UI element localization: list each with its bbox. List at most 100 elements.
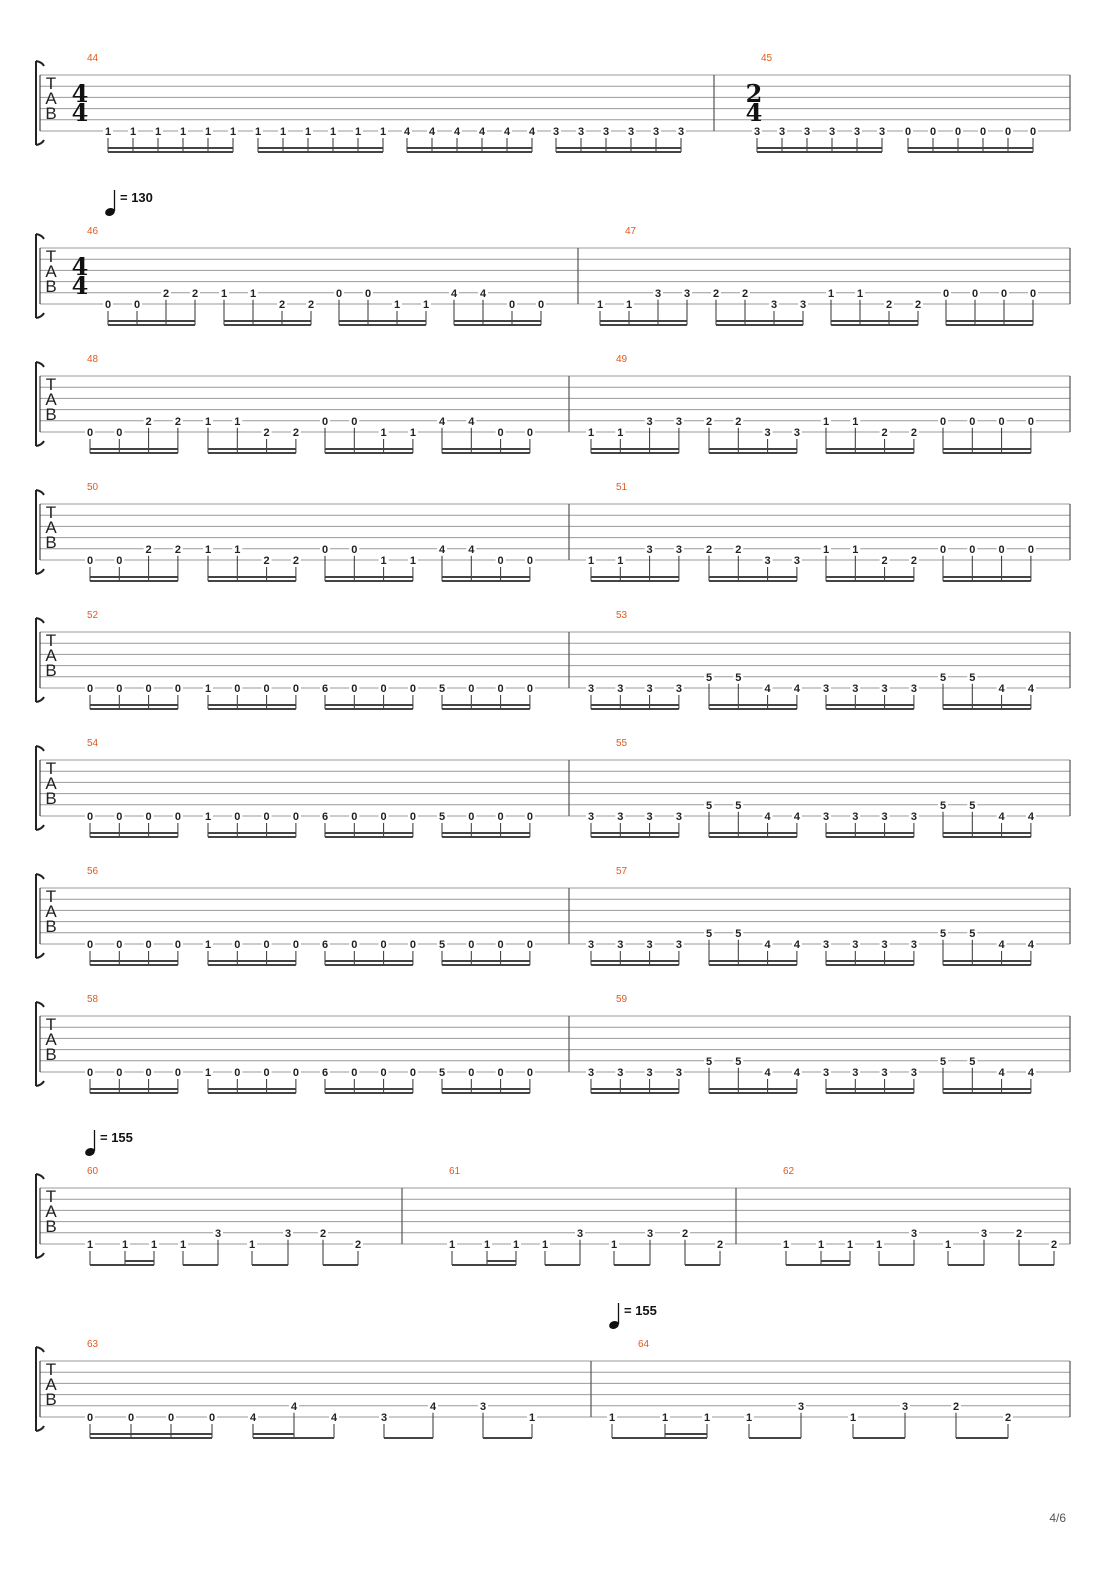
fret-number: 2 [735, 416, 741, 428]
fret-mask [103, 125, 113, 136]
fret-number: 2 [175, 416, 181, 428]
fret-number: 5 [969, 1056, 975, 1068]
fret-mask [166, 1411, 176, 1422]
fret-mask [1003, 1411, 1013, 1422]
fret-mask [502, 125, 512, 136]
fret-mask [1049, 1238, 1059, 1249]
fret-number: 0 [351, 544, 357, 556]
fret-number: 2 [308, 299, 314, 311]
fret-mask [845, 1238, 855, 1249]
fret-number: 2 [717, 1239, 723, 1251]
fret-number: 3 [771, 299, 777, 311]
fret-mask [149, 1238, 159, 1249]
fret-number: 0 [175, 683, 181, 695]
fret-mask [551, 125, 561, 136]
fret-number: 1 [597, 299, 603, 311]
fret-mask [644, 810, 655, 821]
fret-mask [673, 414, 684, 426]
fret-mask [1028, 125, 1038, 136]
fret-mask [203, 125, 213, 136]
fret-number: 1 [130, 126, 136, 138]
fret-mask [653, 286, 663, 298]
fret-number: 0 [116, 1067, 122, 1079]
fret-number: 4 [1028, 683, 1035, 695]
fret-mask [781, 1238, 791, 1249]
fret-number: 0 [322, 544, 328, 556]
fret-number: 0 [1005, 126, 1011, 138]
fret-mask [278, 125, 288, 136]
fret-number: 3 [676, 1067, 682, 1079]
fret-number: 0 [146, 1067, 152, 1079]
fret-number: 0 [128, 1412, 134, 1424]
measure-number: 57 [616, 866, 628, 877]
fret-number: 3 [647, 939, 653, 951]
tab-clef-letter: T [46, 74, 56, 93]
tab-clef-letter: A [45, 1030, 57, 1049]
fret-number: 3 [981, 1228, 987, 1240]
fret-number: 2 [192, 288, 198, 300]
fret-number: 2 [713, 288, 719, 300]
fret-number: 0 [527, 1067, 533, 1079]
fret-mask [682, 286, 692, 298]
fret-mask [586, 554, 596, 565]
fret-number: 0 [293, 811, 299, 823]
fret-number: 0 [538, 299, 544, 311]
fret-mask [402, 125, 412, 136]
fret-number: 1 [410, 427, 416, 439]
fret-mask [762, 938, 773, 949]
fret-number: 1 [847, 1239, 853, 1251]
fret-mask [437, 682, 447, 693]
fret-mask [996, 938, 1007, 949]
fret-mask [172, 414, 183, 426]
fret-number: 3 [676, 544, 682, 556]
fret-number: 4 [999, 1067, 1006, 1079]
fret-number: 5 [940, 800, 946, 812]
fret-mask [540, 1238, 550, 1249]
fret-mask [203, 542, 213, 554]
system-bracket [35, 873, 45, 959]
tab-clef-letter: B [45, 661, 56, 680]
tab-clef-letter: B [45, 789, 56, 808]
fret-mask [132, 298, 142, 309]
fret-mask [320, 682, 330, 693]
fret-mask [120, 1238, 130, 1249]
fret-mask [328, 125, 338, 136]
fret-number: 5 [706, 928, 712, 940]
fret-mask [524, 554, 535, 565]
fret-number: 3 [854, 126, 860, 138]
fret-number: 0 [498, 683, 504, 695]
fret-mask [329, 1411, 339, 1422]
fret-mask [644, 414, 655, 426]
note-group: 13 [744, 1399, 806, 1439]
fret-number: 4 [794, 811, 801, 823]
fret-number: 0 [1030, 288, 1036, 300]
fret-number: 2 [146, 416, 152, 428]
fret-number: 3 [647, 683, 653, 695]
fret-mask [172, 938, 183, 949]
fret-number: 6 [322, 1067, 328, 1079]
fret-number: 4 [439, 416, 446, 428]
fret-number: 6 [322, 811, 328, 823]
fret-number: 0 [87, 427, 93, 439]
fret-mask [996, 414, 1007, 426]
fret-mask [821, 414, 831, 426]
fret-mask [378, 810, 389, 821]
measure-number: 44 [87, 53, 99, 64]
fret-mask [704, 670, 714, 682]
fret-number: 4 [765, 683, 772, 695]
tab-clef-letter: T [46, 631, 56, 650]
fret-mask [850, 1066, 861, 1077]
fret-number: 3 [617, 811, 623, 823]
fret-mask [247, 1238, 257, 1249]
fret-mask [507, 298, 517, 309]
